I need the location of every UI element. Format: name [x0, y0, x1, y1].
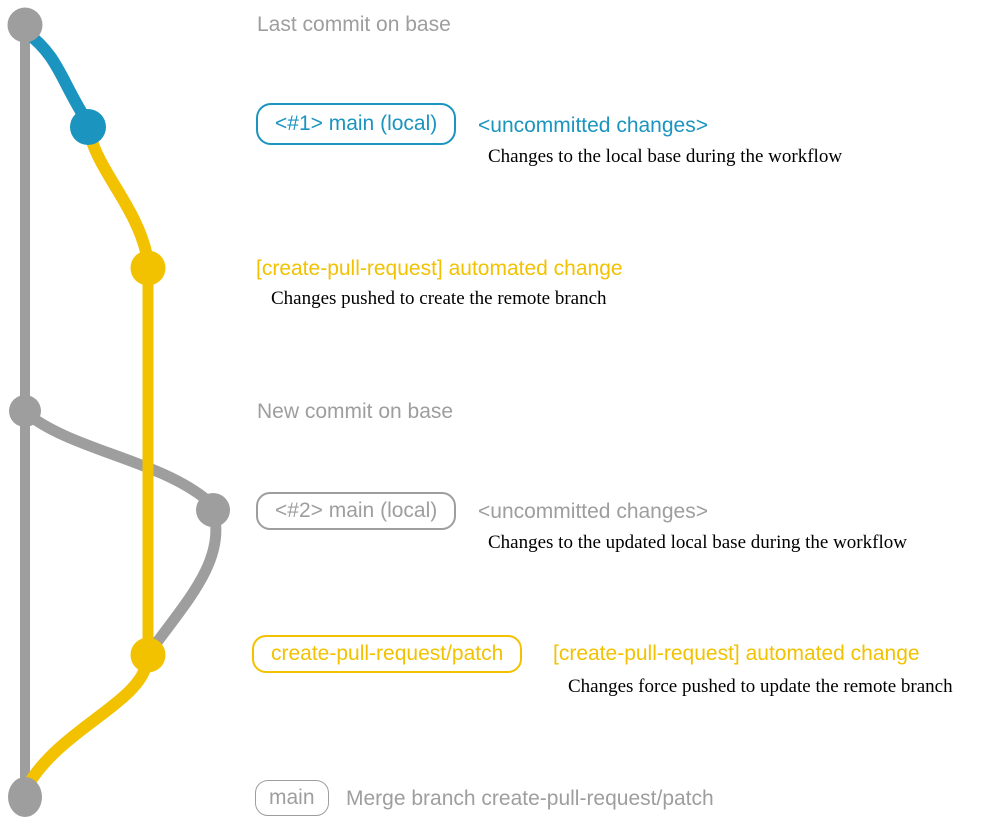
branch2-status: <uncommitted changes>: [478, 500, 708, 523]
commit-node-patch-2: [130, 637, 166, 673]
commit-node-local-2: [196, 493, 230, 527]
commit-node-merge: [8, 777, 42, 817]
merge-badge: main: [255, 780, 329, 816]
commit-node-base-1: [7, 7, 43, 43]
branch1-status: <uncommitted changes>: [478, 114, 708, 137]
cpr-commit2-description: Changes force pushed to update the remot…: [568, 676, 953, 697]
local1-to-patch-curve: [84, 129, 153, 262]
commit-node-local-1: [70, 109, 106, 145]
branch2-badge: <#2> main (local): [256, 492, 457, 530]
branch2-description: Changes to the updated local base during…: [488, 532, 907, 553]
cpr-commit1-description: Changes pushed to create the remote bran…: [271, 288, 607, 309]
patch-branch-badge: create-pull-request/patch: [252, 635, 523, 673]
local2-to-patch-curve: [149, 508, 222, 651]
branch1-description: Changes to the local base during the wor…: [488, 146, 843, 167]
branch1-badge: <#1> main (local): [256, 103, 457, 145]
new-commit-label: New commit on base: [257, 400, 454, 423]
last-commit-label: Last commit on base: [257, 13, 451, 36]
merge-message: Merge branch create-pull-request/patch: [346, 787, 714, 810]
cpr-commit1-label: [create-pull-request] automated change: [256, 257, 623, 280]
local1-branch-curve: [20, 26, 91, 124]
merge-curve: [22, 656, 153, 791]
commit-node-base-2: [9, 395, 41, 427]
commit-node-patch-1: [130, 250, 166, 286]
cpr-commit2-label: [create-pull-request] automated change: [553, 642, 920, 665]
base-to-local2-curve: [19, 406, 214, 507]
